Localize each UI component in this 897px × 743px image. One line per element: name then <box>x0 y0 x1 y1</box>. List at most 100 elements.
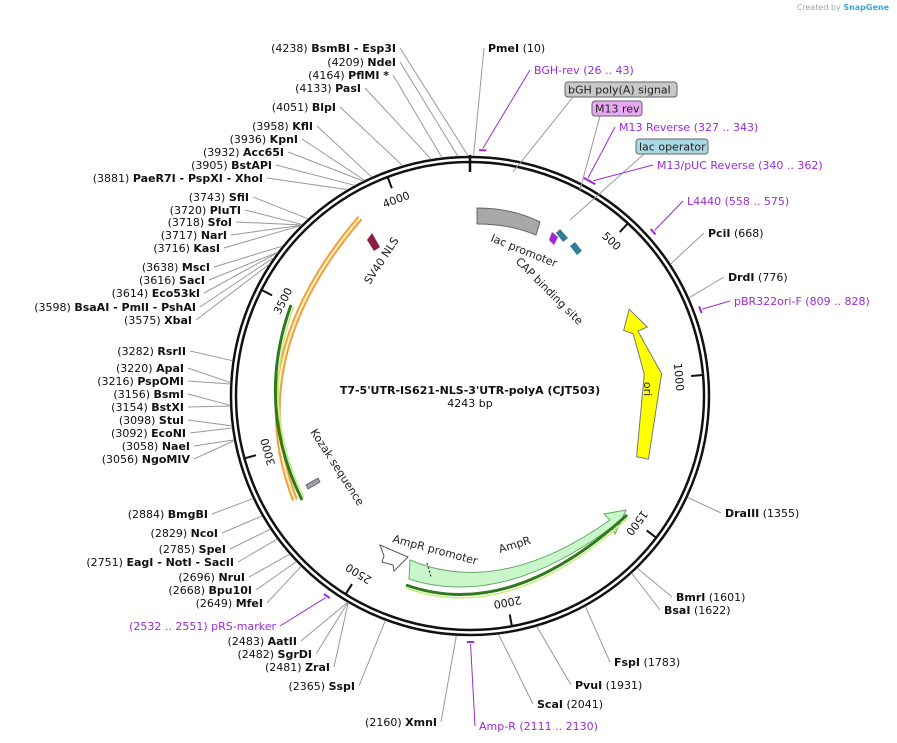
primer-l4440[interactable]: L4440 (558 .. 575) <box>687 195 789 208</box>
ampr-promoter-label: AmpR promoter <box>391 532 479 567</box>
enzyme-xmni[interactable]: (2160) XmnI <box>365 716 437 729</box>
enzyme-pasi[interactable]: (4133) PasI <box>295 82 361 95</box>
label-box-lac-operator[interactable] <box>635 138 709 155</box>
enzyme-sgrdi[interactable]: (2482) SgrDI <box>237 648 312 661</box>
enzyme-ngomiv[interactable]: (3056) NgoMIV <box>102 453 191 466</box>
enzyme-eco53ki[interactable]: (3614) Eco53kI <box>112 287 200 300</box>
enzyme-sspi[interactable]: (2365) SspI <box>288 680 355 693</box>
tick-500 <box>619 222 629 233</box>
enzyme-ncoi[interactable]: (2829) NcoI <box>151 527 218 540</box>
cds-arc-green[interactable] <box>273 304 304 501</box>
primer-pbr322ori-f[interactable]: pBR322ori-F (809 .. 828) <box>734 295 870 308</box>
primer-mark-pbr322ori-f[interactable] <box>698 306 703 314</box>
enzyme-draiii[interactable]: DraIII (1355) <box>725 507 799 520</box>
enzyme-pflmi[interactable]: (4164) PflMI * <box>308 69 389 82</box>
tick-3000 <box>244 454 257 460</box>
enzyme-kasi[interactable]: (3716) KasI <box>153 242 220 255</box>
enzyme-drdi[interactable]: DrdI (776) <box>728 271 788 284</box>
enzyme-bpu10i[interactable]: (2668) Bpu10I <box>168 584 252 597</box>
label-box-m13-rev[interactable] <box>591 100 643 117</box>
primer-amp-r[interactable]: Amp-R (2111 .. 2130) <box>479 720 598 733</box>
enzyme-pcii[interactable]: PciI (668) <box>708 227 764 240</box>
enzyme-msci[interactable]: (3638) MscI <box>142 261 210 274</box>
enzyme-saci[interactable]: (3616) SacI <box>139 274 205 287</box>
primer-leader-pbr322ori-f <box>702 300 731 310</box>
primer-leader-l4440 <box>654 200 684 231</box>
primer-bgh-rev[interactable]: BGH-rev (26 .. 43) <box>534 64 634 77</box>
cds-arc-orange[interactable] <box>274 216 363 502</box>
primer-m13-reverse[interactable]: M13 Reverse (327 .. 343) <box>619 121 758 134</box>
primer-prs-marker[interactable]: (2532 .. 2551) pRS-marker <box>129 620 276 633</box>
enzyme-spei[interactable]: (2785) SpeI <box>159 543 226 556</box>
enzyme-rsrii[interactable]: (3282) RsrII <box>117 345 186 358</box>
tick-1500 <box>646 529 657 539</box>
lac-promoter-feature[interactable] <box>476 207 541 236</box>
enzyme-blpi[interactable]: (4051) BlpI <box>272 101 336 114</box>
ampr-feature[interactable] <box>408 509 627 588</box>
enzyme-mfei[interactable]: (2649) MfeI <box>196 597 263 610</box>
label-box-bgh-poly-a-signal[interactable] <box>564 81 678 98</box>
leader-saci <box>208 251 279 281</box>
label-text-bgh-poly-a-signal: bGH poly(A) signal <box>568 84 671 97</box>
ori-label: ori <box>641 382 654 396</box>
enzyme-nari[interactable]: (3717) NarI <box>161 229 227 242</box>
enzyme-apai[interactable]: (3220) ApaI <box>116 362 184 375</box>
primer-m13-puc-reverse[interactable]: M13/pUC Reverse (340 .. 362) <box>657 159 823 172</box>
cap-binding-site-feature[interactable] <box>556 229 568 242</box>
enzyme-nrui[interactable]: (2696) NruI <box>178 571 245 584</box>
ori-feature[interactable] <box>623 308 663 460</box>
enzyme-kfli[interactable]: (3958) KflI <box>252 120 313 133</box>
enzyme-xbai[interactable]: (3575) XbaI <box>124 314 192 327</box>
tick-label-2000: 2000 <box>493 593 523 611</box>
cap-binding-site-feature-2[interactable] <box>570 242 582 255</box>
primer-leader-m13-puc-reverse <box>593 164 654 182</box>
enzyme-bmri[interactable]: BmrI (1601) <box>676 591 745 604</box>
leader-scai <box>498 634 534 705</box>
sv40-nls-feature[interactable] <box>367 233 380 251</box>
enzyme-pmei[interactable]: PmeI (10) <box>488 42 545 55</box>
enzyme-econi[interactable]: (3092) EcoNI <box>111 427 186 440</box>
leader-draiii <box>687 496 722 514</box>
leader-msci <box>213 245 283 268</box>
enzyme-zrai[interactable]: (2481) ZraI <box>265 661 330 674</box>
tick-2500 <box>344 583 353 595</box>
enzyme-pluti[interactable]: (3720) PluTI <box>170 204 241 217</box>
enzyme-pvui[interactable]: PvuI (1931) <box>575 679 642 692</box>
enzyme-scai[interactable]: ScaI (2041) <box>537 698 603 711</box>
primer-mark-prs-marker[interactable] <box>323 593 331 599</box>
enzyme-naei[interactable]: (3058) NaeI <box>122 440 190 453</box>
enzyme-pspomi[interactable]: (3216) PspOMI <box>97 375 184 388</box>
enzyme-bmgbi[interactable]: (2884) BmgBI <box>128 508 208 521</box>
leader-nrui <box>248 553 290 578</box>
leader-aatii <box>300 602 348 642</box>
enzyme-bsaai[interactable]: (3598) BsaAI - PmlI - PshAI <box>34 301 196 314</box>
enzyme-stui[interactable]: (3098) StuI <box>119 414 184 427</box>
enzyme-paer7i[interactable]: (3881) PaeR7I - PspXI - XhoI <box>93 172 263 185</box>
primer-mark-l4440[interactable] <box>649 228 657 236</box>
credit-app: SnapGene <box>843 3 889 12</box>
leader-bsmbi <box>399 47 469 157</box>
enzyme-ndei[interactable]: (4209) NdeI <box>327 56 396 69</box>
kozak-label: Kozak sequence <box>307 427 366 509</box>
enzyme-eagi[interactable]: (2751) EagI - NotI - SacII <box>86 556 234 569</box>
primer-mark-m13-puc-reverse[interactable] <box>588 179 596 186</box>
ampr-promoter-feature[interactable] <box>379 544 409 573</box>
leader-kasi <box>223 224 302 249</box>
m13-rev-feature[interactable] <box>549 232 558 245</box>
enzyme-bstapi[interactable]: (3905) BstAPI <box>191 159 272 172</box>
leader-xbai <box>195 263 270 321</box>
enzyme-kpni[interactable]: (3936) KpnI <box>230 133 298 146</box>
enzyme-acc65i[interactable]: (3932) Acc65I <box>203 146 284 159</box>
enzyme-bsmbi[interactable]: (4238) BsmBI - Esp3I <box>271 42 396 55</box>
enzyme-fspi[interactable]: FspI (1783) <box>614 656 680 669</box>
enzyme-sfoi[interactable]: (3718) SfoI <box>168 216 232 229</box>
enzyme-sfii[interactable]: (3743) SfiI <box>189 191 249 204</box>
leader-apai <box>187 367 231 384</box>
snapgene-credit: Created by SnapGene <box>797 3 889 12</box>
leader-blpi <box>339 106 404 167</box>
enzyme-bsmi[interactable]: (3156) BsmI <box>113 388 184 401</box>
enzyme-aatii[interactable]: (2483) AatII <box>228 635 297 648</box>
enzyme-bstxi[interactable]: (3154) BstXI <box>111 401 184 414</box>
kozak-feature[interactable] <box>305 477 321 490</box>
enzyme-bsai[interactable]: BsaI (1622) <box>664 604 731 617</box>
